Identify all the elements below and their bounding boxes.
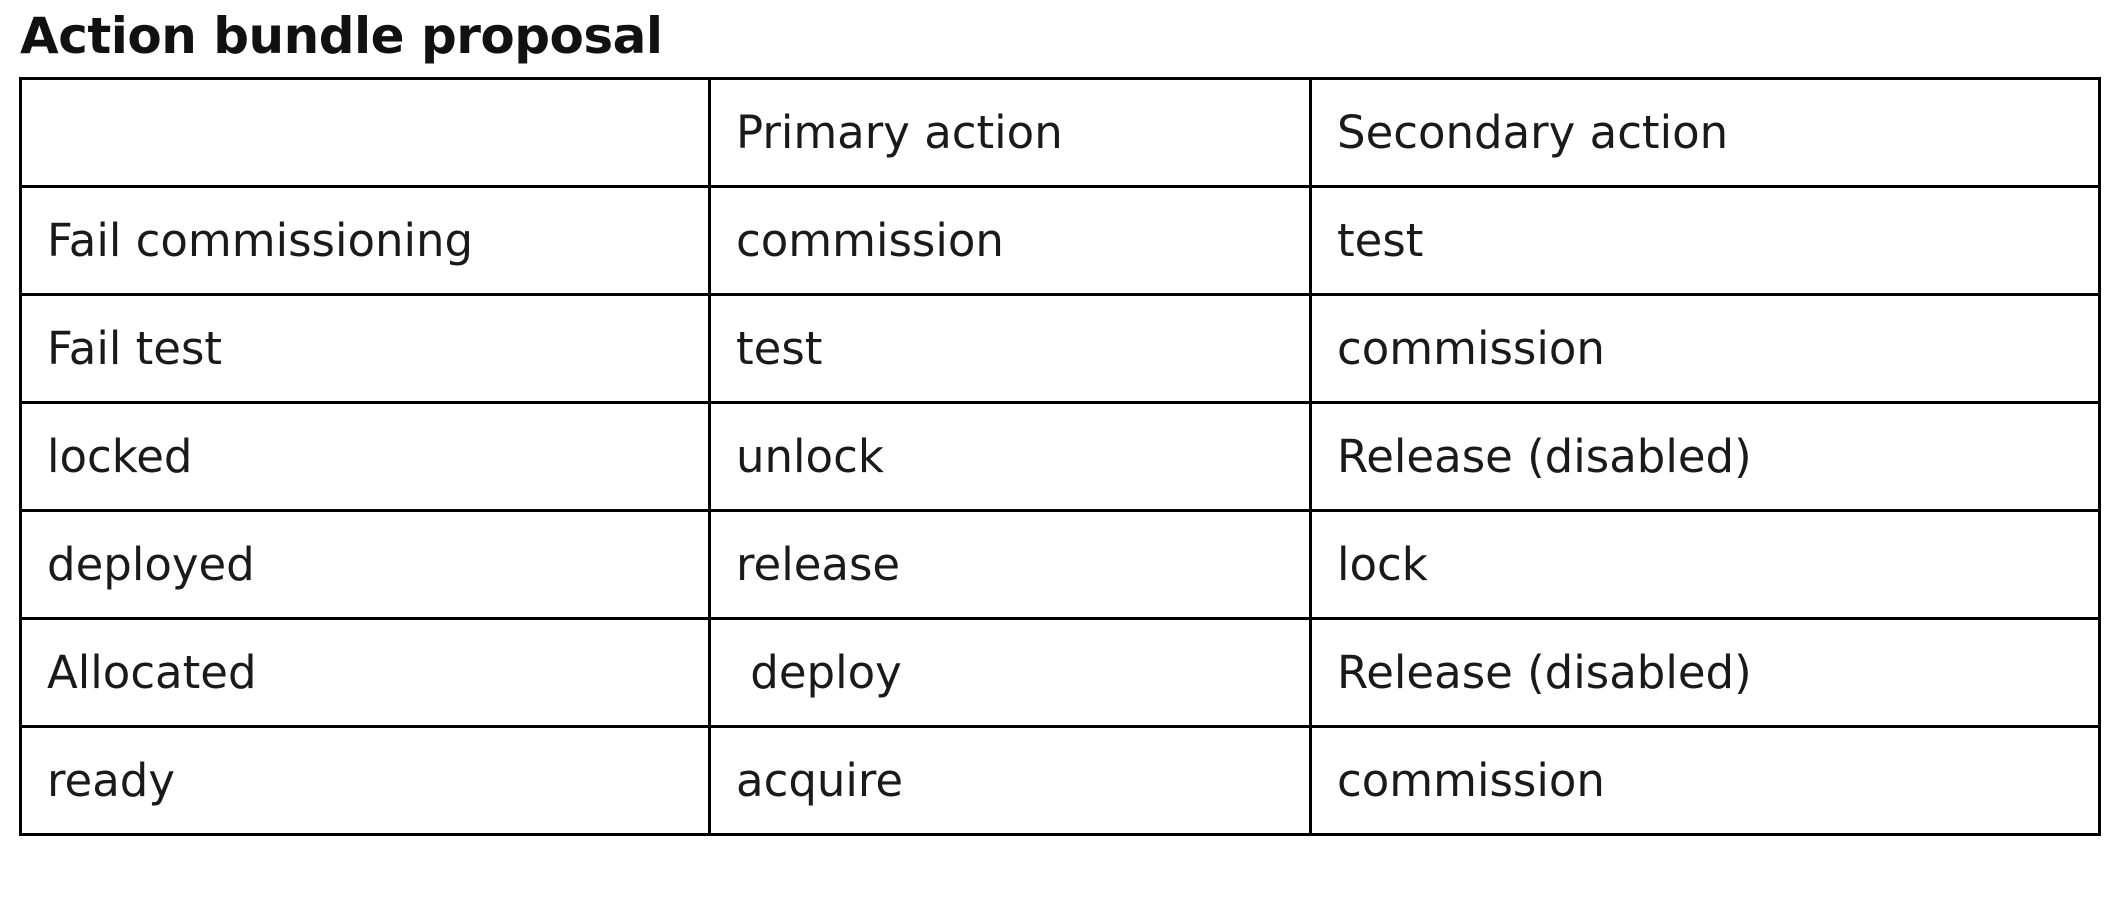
header-cell-state: [19, 77, 711, 188]
table-row: Allocated deploy Release (disabled): [19, 617, 2101, 728]
primary-action-cell: release: [708, 509, 1312, 620]
table-row: Fail commissioning commission test: [19, 185, 2101, 296]
primary-action-cell: unlock: [708, 401, 1312, 512]
secondary-action-cell: Release (disabled): [1309, 401, 2101, 512]
state-cell: Allocated: [19, 617, 711, 728]
action-bundle-table: Primary action Secondary action Fail com…: [19, 77, 2101, 836]
primary-action-cell: deploy: [708, 617, 1312, 728]
table-row: locked unlock Release (disabled): [19, 401, 2101, 512]
table-row: ready acquire commission: [19, 725, 2101, 836]
secondary-action-cell: test: [1309, 185, 2101, 296]
table-header-row: Primary action Secondary action: [19, 77, 2101, 188]
table-row: deployed release lock: [19, 509, 2101, 620]
primary-action-cell: acquire: [708, 725, 1312, 836]
state-cell: deployed: [19, 509, 711, 620]
secondary-action-cell: commission: [1309, 725, 2101, 836]
primary-action-cell: test: [708, 293, 1312, 404]
secondary-action-cell: commission: [1309, 293, 2101, 404]
header-cell-primary-action: Primary action: [708, 77, 1312, 188]
header-cell-secondary-action: Secondary action: [1309, 77, 2101, 188]
page-title: Action bundle proposal: [20, 7, 663, 65]
secondary-action-cell: lock: [1309, 509, 2101, 620]
state-cell: ready: [19, 725, 711, 836]
state-cell: locked: [19, 401, 711, 512]
primary-action-cell: commission: [708, 185, 1312, 296]
state-cell: Fail commissioning: [19, 185, 711, 296]
table-row: Fail test test commission: [19, 293, 2101, 404]
secondary-action-cell: Release (disabled): [1309, 617, 2101, 728]
state-cell: Fail test: [19, 293, 711, 404]
